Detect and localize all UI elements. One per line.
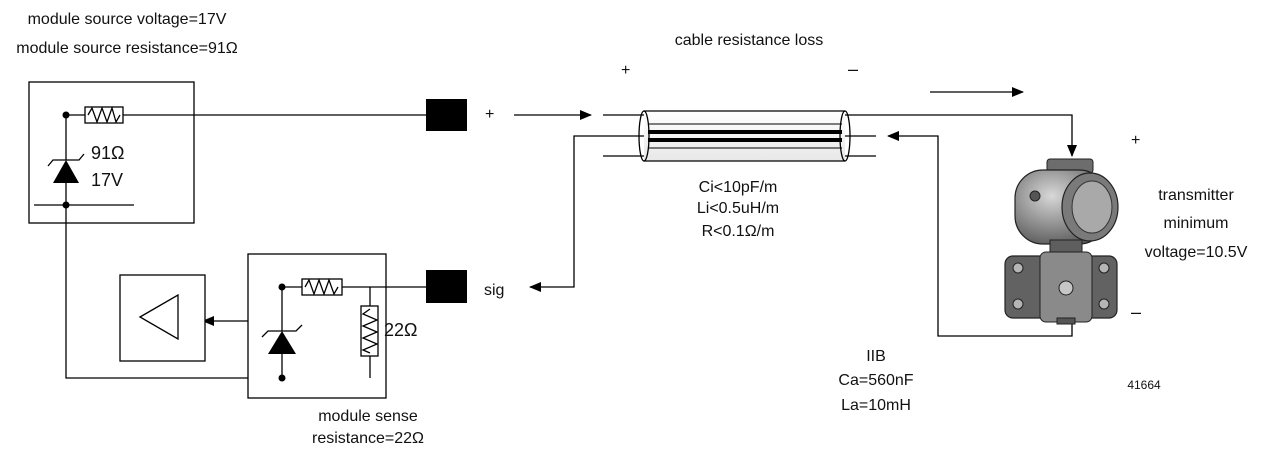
source-resistance-value: 91Ω	[91, 143, 124, 163]
figure-number: 41664	[1127, 378, 1161, 392]
sense-zener-diode	[261, 287, 303, 378]
source-resistance-label: module source resistance=91Ω	[16, 40, 237, 57]
source-voltage-value: 17V	[91, 170, 123, 190]
sense-caption-line2: resistance=22Ω	[312, 430, 424, 447]
transmitter-minus-sign: –	[1131, 302, 1141, 322]
amplifier-box	[119, 274, 206, 362]
cable	[603, 110, 876, 162]
module-source-block: 91Ω 17V	[28, 81, 195, 224]
amplifier-block	[119, 274, 206, 362]
cable-minus-sign: –	[848, 59, 858, 79]
module-sense-box	[247, 253, 387, 399]
transmitter-label-line2: minimum	[1164, 215, 1229, 232]
cable-loss-label: cable resistance loss	[675, 32, 824, 49]
cable-capacitance-label: Ci<10pF/m	[699, 179, 778, 196]
iib-capacitance-label: Ca=560nF	[838, 372, 913, 389]
sense-node-top	[278, 283, 286, 291]
sig-terminal-block	[426, 270, 467, 303]
source-voltage-label: module source voltage=17V	[28, 11, 227, 28]
transmitter-plus-sign: +	[1131, 132, 1140, 149]
sense-resistance-value: 22Ω	[384, 320, 417, 340]
transmitter-label-line1: transmitter	[1158, 187, 1234, 204]
transmitter-label-line3: voltage=10.5V	[1145, 244, 1248, 261]
cable-plus-sign: +	[621, 62, 630, 79]
cable-inductance-label: Li<0.5uH/m	[697, 200, 779, 217]
module-sense-block: 22Ω	[247, 253, 426, 399]
sense-node-bottom	[278, 374, 286, 382]
sense-caption-line1: module sense	[318, 408, 418, 425]
cable-resistance-label: R<0.1Ω/m	[702, 223, 775, 240]
sig-wire-label: sig	[484, 282, 504, 299]
iib-inductance-label: La=10mH	[841, 397, 911, 414]
amplifier-triangle-icon	[138, 293, 179, 341]
plus-terminal-block	[426, 99, 467, 131]
source-zener-diode	[47, 115, 85, 205]
transmitter-illustration	[1004, 158, 1119, 325]
sense-shunt-resistor	[360, 287, 379, 378]
source-node-top	[62, 111, 70, 119]
module-source-box	[28, 81, 195, 224]
plus-wire-label: +	[485, 106, 494, 123]
iib-label: IIB	[866, 348, 886, 365]
